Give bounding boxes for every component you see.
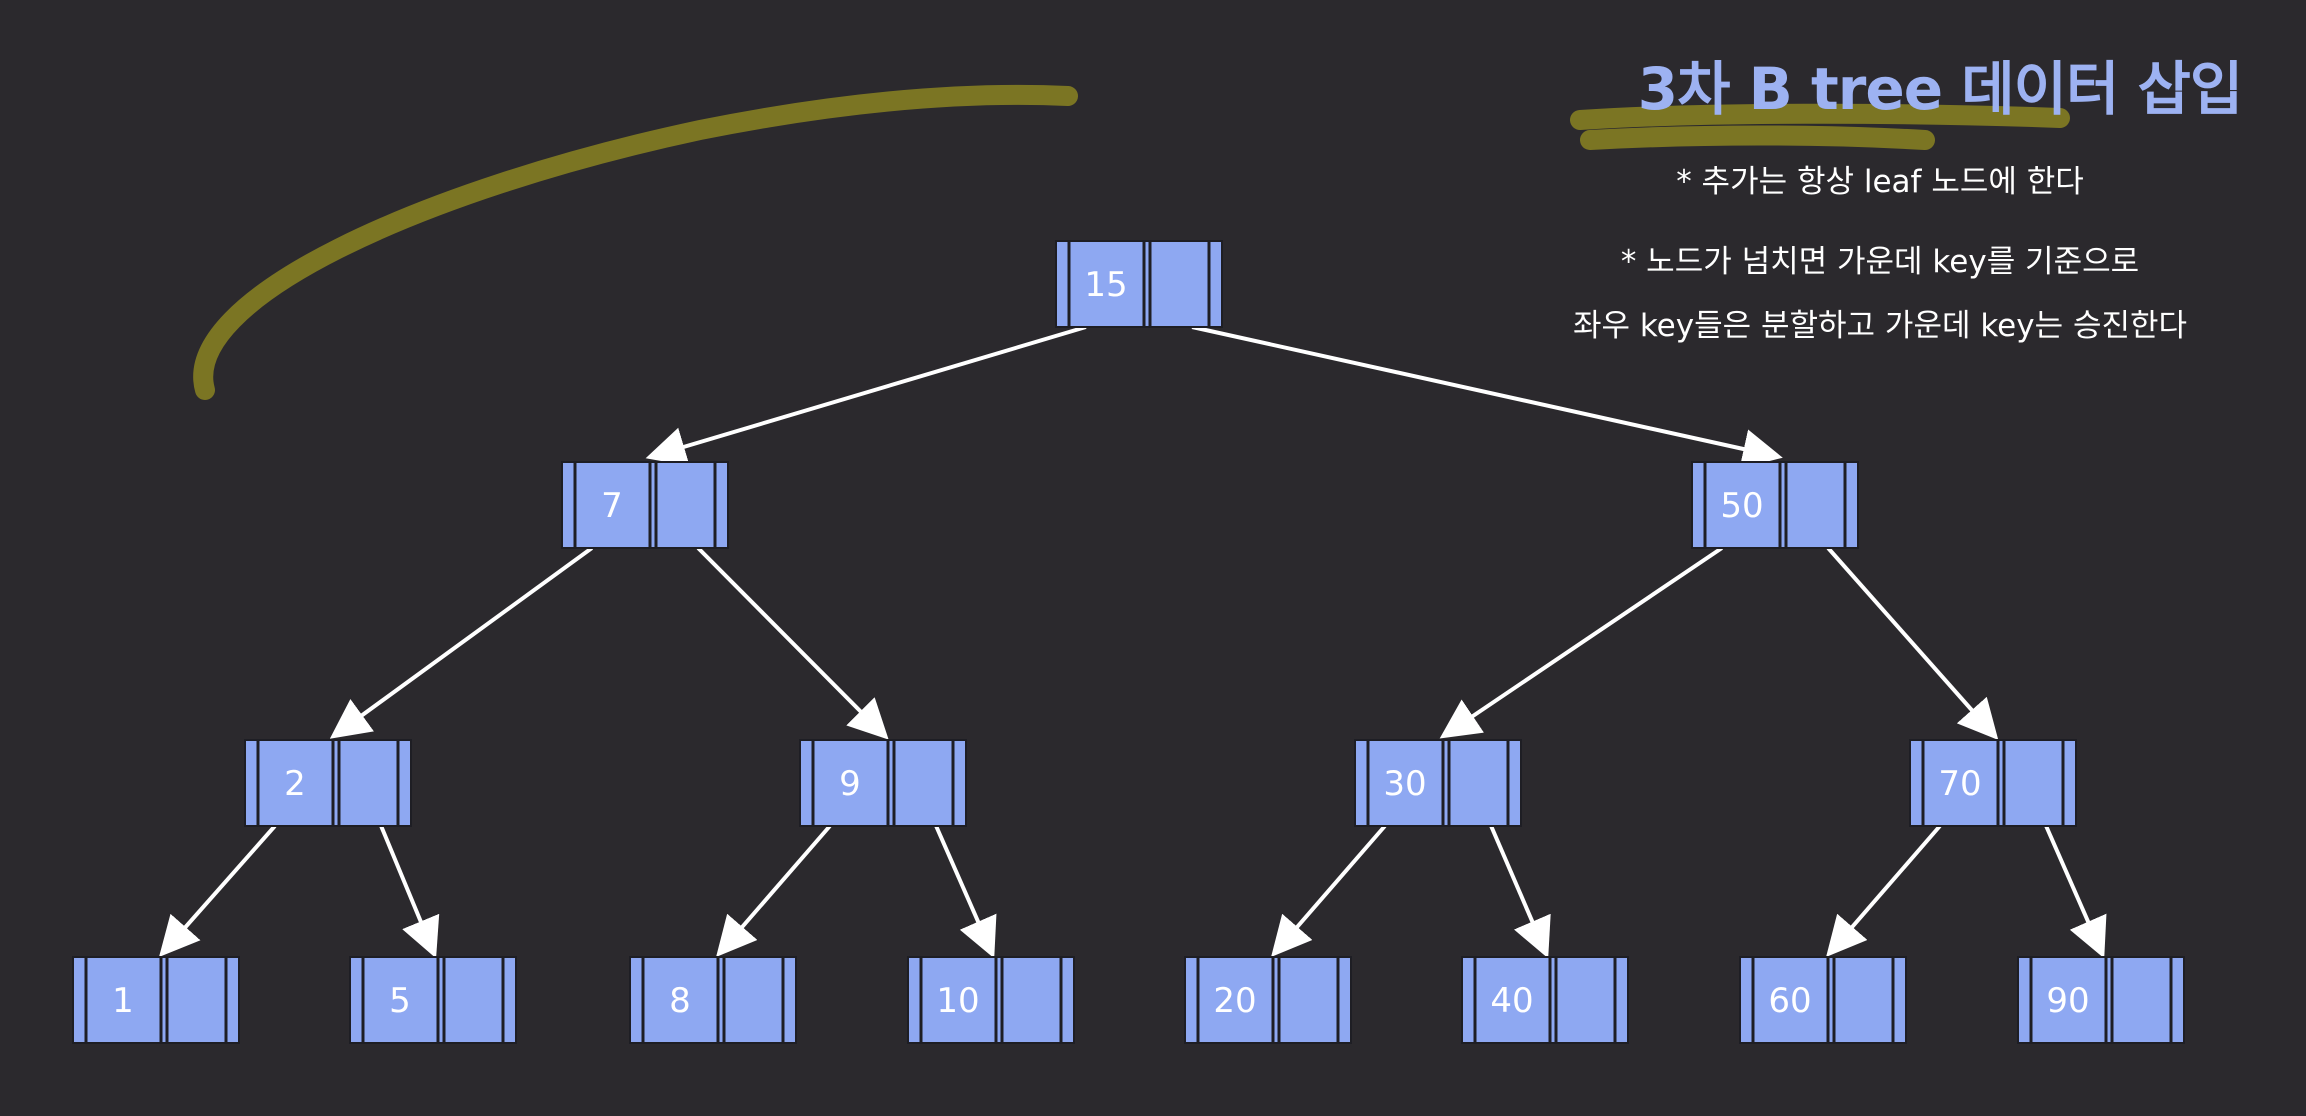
node-key-label: 90 (2046, 981, 2089, 1021)
btree-node-9: 9 (799, 739, 967, 827)
edge-n30-n40 (1489, 825, 1551, 959)
node-box (1354, 739, 1522, 827)
node-key-label: 10 (936, 981, 979, 1021)
node-key-label: 8 (669, 981, 691, 1021)
node-box (2017, 956, 2185, 1044)
node-key-label: 1 (112, 981, 134, 1021)
node-box (561, 461, 729, 549)
node-box (1691, 461, 1859, 549)
node-box (1739, 956, 1907, 1044)
btree-node-7: 7 (561, 461, 729, 549)
btree-node-70: 70 (1909, 739, 2077, 827)
slide-title: 3차 B tree 데이터 삽입 (1637, 55, 2244, 123)
edge-n2-n1 (158, 824, 277, 957)
node-box (907, 956, 1075, 1044)
btree-node-2: 2 (244, 739, 412, 827)
node-key-label: 40 (1490, 981, 1533, 1021)
edge-n30-n20 (1271, 824, 1387, 958)
btree-node-90: 90 (2017, 956, 2185, 1044)
btree-node-8: 8 (629, 956, 797, 1044)
node-key-label: 15 (1084, 265, 1127, 305)
node-key-label: 20 (1213, 981, 1256, 1021)
edge-n50-n70 (1826, 546, 1999, 740)
node-key-label: 5 (389, 981, 411, 1021)
btree-node-15: 15 (1055, 240, 1223, 328)
edge-n15-n50 (1191, 325, 1783, 469)
btree-node-30: 30 (1354, 739, 1522, 827)
node-box (1909, 739, 2077, 827)
edge-n7-n9 (696, 546, 889, 740)
edge-n15-n7 (645, 325, 1087, 467)
node-key-label: 7 (601, 486, 623, 526)
node-box (349, 956, 517, 1044)
edge-n70-n60 (1826, 824, 1942, 958)
edge-n7-n2 (329, 546, 594, 739)
node-box (1055, 240, 1223, 328)
node-key-label: 60 (1768, 981, 1811, 1021)
btree-node-5: 5 (349, 956, 517, 1044)
btree-node-50: 50 (1691, 461, 1859, 549)
note-leaf-insert: * 추가는 항상 leaf 노드에 한다 (1676, 164, 2084, 200)
node-box (244, 739, 412, 827)
btree-node-20: 20 (1184, 956, 1352, 1044)
node-key-label: 2 (284, 764, 306, 804)
edges-layer (158, 325, 2107, 959)
note-overflow: * 노드가 넘치면 가운데 key를 기준으로 (1620, 244, 2140, 280)
node-key-label: 50 (1720, 486, 1763, 526)
node-box (629, 956, 797, 1044)
edge-n2-n5 (379, 825, 440, 959)
btree-node-1: 1 (72, 956, 240, 1044)
node-box (1184, 956, 1352, 1044)
node-key-label: 9 (839, 764, 861, 804)
note-split-promote: 좌우 key들은 분할하고 가운데 key는 승진한다 (1572, 308, 2188, 344)
btree-node-60: 60 (1739, 956, 1907, 1044)
title-highlight (1570, 103, 2070, 150)
edge-n9-n8 (716, 824, 832, 958)
edge-n70-n90 (2044, 825, 2107, 959)
edge-n50-n30 (1439, 546, 1723, 739)
btree-node-40: 40 (1461, 956, 1629, 1044)
node-key-label: 30 (1383, 764, 1426, 804)
node-box (72, 956, 240, 1044)
node-box (799, 739, 967, 827)
node-key-label: 70 (1938, 764, 1981, 804)
highlighter-stroke (193, 84, 1078, 400)
btree-node-10: 10 (907, 956, 1075, 1044)
edge-n9-n10 (934, 825, 997, 959)
node-box (1461, 956, 1629, 1044)
